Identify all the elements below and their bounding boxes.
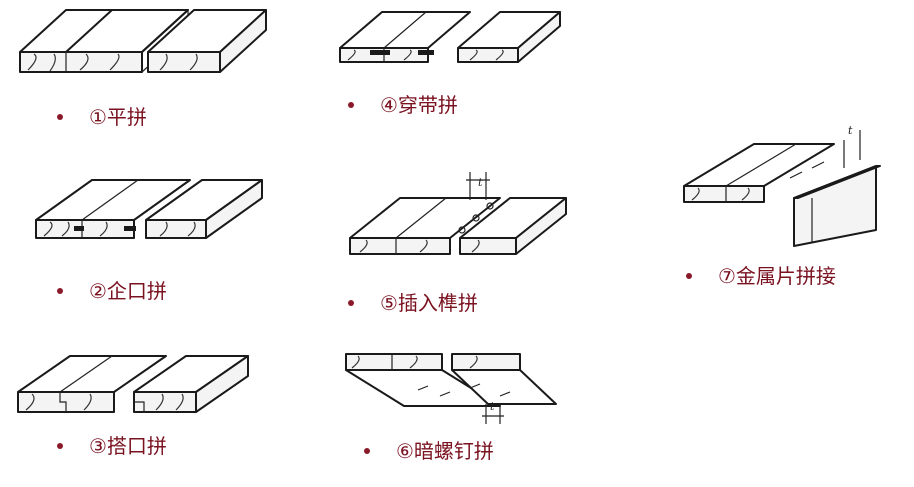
bullet-icon (364, 447, 370, 454)
bullet-icon (348, 101, 354, 108)
figure-1-flat-joint (19, 9, 267, 73)
figure-4-batten-joint (339, 11, 561, 63)
bullet-icon (57, 287, 63, 294)
caption-4: ④穿带拼 (348, 92, 458, 118)
bullet-icon (348, 299, 354, 306)
caption-6: ⑥暗螺钉拼 (364, 438, 494, 464)
figure-3-lap-joint (17, 355, 249, 413)
dimension-label-figure-5: t (478, 176, 483, 189)
dimension-label-figure-6: t (490, 400, 495, 413)
caption-2: ②企口拼 (57, 278, 167, 304)
caption-7: ⑦金属片拼接 (686, 263, 836, 289)
caption-3: ③搭口拼 (57, 433, 167, 459)
caption-5: ⑤插入榫拼 (348, 290, 478, 316)
figure-5-dowel-joint (349, 172, 567, 255)
figure-2-tongue-groove-joint (35, 179, 263, 239)
bullet-icon (686, 272, 692, 279)
bullet-icon (57, 113, 63, 120)
dimension-label-figure-7: t (848, 124, 853, 137)
figure-7-metal-plate-joint (683, 130, 881, 247)
figure-6-concealed-screw-joint (345, 353, 557, 424)
caption-1: ①平拼 (57, 104, 147, 130)
bullet-icon (57, 442, 63, 449)
